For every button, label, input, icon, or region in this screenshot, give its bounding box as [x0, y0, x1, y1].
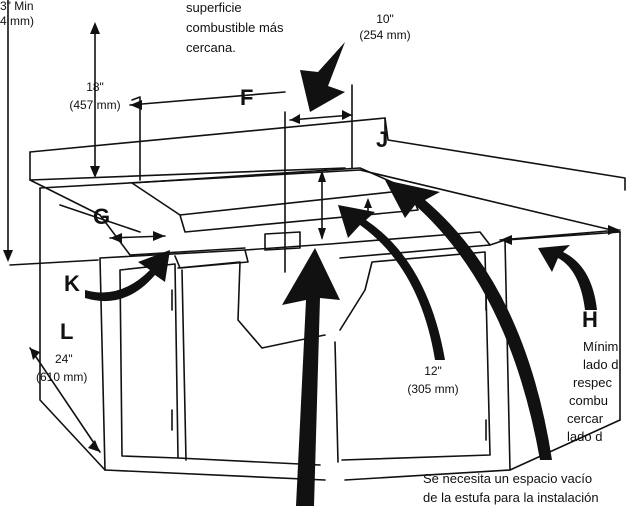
note-top-line3: cercana. — [186, 40, 236, 55]
min-height-label: 3" Min — [0, 0, 34, 13]
dim-12-in: 12" — [424, 364, 442, 378]
min-height-mm-label: 4 mm) — [0, 14, 34, 28]
dim-18-mm: (457 mm) — [69, 98, 121, 112]
dim-10-mm: (254 mm) — [359, 28, 411, 42]
dim-24-mm: (610 mm) — [36, 370, 88, 384]
letter-h: H — [582, 307, 598, 332]
letter-k: K — [64, 271, 80, 296]
right-note-line6: lado d — [567, 429, 603, 444]
dim-10-in: 10" — [376, 12, 394, 26]
dim-18-in: 18" — [86, 80, 104, 94]
bottom-note-line2: de la estufa para la instalación — [423, 490, 599, 505]
letter-l: L — [60, 319, 74, 344]
bottom-note-line1: Se necesita un espacio vacío — [423, 471, 593, 486]
dim-12-mm: (305 mm) — [407, 382, 459, 396]
right-note-line3: respec — [573, 375, 613, 390]
dim-24-in: 24" — [55, 352, 73, 366]
right-note-line5: cercar — [567, 411, 604, 426]
letter-f: F — [240, 85, 254, 110]
right-note-line2: lado d — [583, 357, 619, 372]
letter-g: G — [93, 204, 111, 229]
note-top-line2: combustible más — [186, 20, 284, 35]
right-note-line1: Mínim — [583, 339, 619, 354]
note-top-line1: superficie — [186, 0, 242, 15]
letter-j: J — [376, 127, 389, 152]
right-note-line4: combu — [569, 393, 609, 408]
